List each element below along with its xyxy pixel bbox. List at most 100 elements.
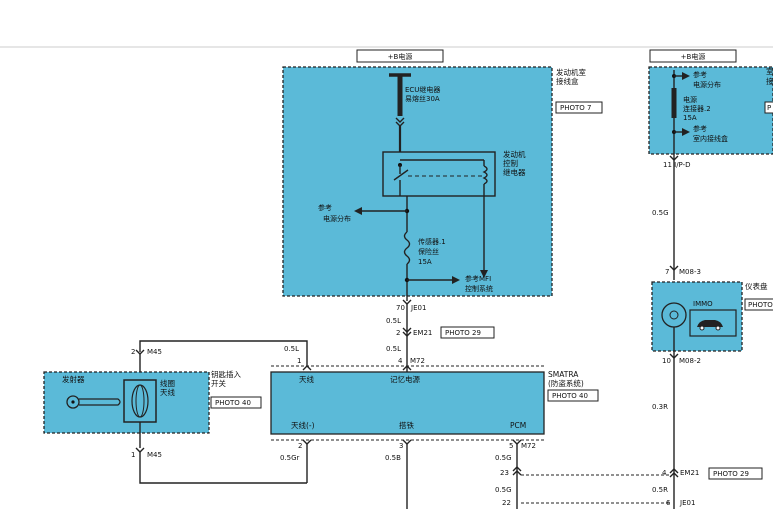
fuse-label1: ECU继电器 — [405, 85, 440, 94]
smatra-antenna-neg-label: 天线(-) — [291, 420, 315, 430]
key-icon — [66, 395, 80, 409]
instrument-cluster-box — [651, 281, 743, 352]
wire-05l-b: 0.5L — [386, 345, 401, 353]
m45-bot-chevron — [135, 447, 145, 453]
relay-label3: 继电器 — [503, 167, 526, 177]
m083-chevron — [669, 265, 679, 271]
em21b-pin: 4 — [662, 469, 667, 477]
ref-mfi-label2: 控制系统 — [465, 284, 493, 293]
m45-bot-label: M45 — [147, 451, 162, 459]
relay-coil — [482, 165, 488, 185]
m45-top-label: M45 — [147, 348, 162, 356]
wire-05g-right: 0.5G — [652, 209, 669, 217]
smatra-ground-label: 搭铁 — [399, 420, 414, 430]
right-conn-label: 11 I/P-D — [663, 161, 691, 169]
em21-chevron — [402, 327, 412, 337]
ecu-relay-box — [382, 151, 496, 197]
cluster-title: 仪表盘 — [745, 281, 768, 291]
wire-antenna-return — [139, 452, 307, 484]
em21b-chevron — [669, 468, 679, 478]
right-ref1-label2: 电源分布 — [693, 80, 721, 89]
coil-label2: 天线 — [160, 387, 175, 397]
em21b-label: EM21 — [680, 469, 699, 477]
smatra-pin3: 3 — [399, 442, 403, 450]
smatra-pin5: 5 — [509, 442, 513, 450]
fuse-label2: 易熔丝30A — [405, 94, 440, 103]
arrow-to-mfi — [480, 270, 488, 278]
key-icon-hole — [71, 400, 75, 404]
right-ref1-label1: 参考 — [693, 70, 707, 79]
wire-05r: 0.5R — [652, 486, 668, 494]
smatra-name: SMATRA — [548, 370, 579, 379]
photo29-mid-tag — [440, 326, 495, 339]
car-wheel-left-icon — [699, 325, 705, 331]
power-tag-left-label: +B电源 — [388, 52, 413, 61]
m083-label: M08-3 — [679, 268, 701, 276]
right-photo-p: P — [767, 104, 771, 112]
smatra-photo-tag — [547, 389, 599, 402]
engine-box-title1: 发动机室 — [556, 67, 586, 77]
m72-bot-label: M72 — [521, 442, 536, 450]
right-photo-tag — [764, 101, 773, 114]
power-tag-right-label: +B电源 — [681, 52, 706, 61]
indoor-junction-box — [648, 66, 773, 155]
right-ref2-label2: 室内接线盒 — [693, 134, 728, 143]
relay-label2: 控制 — [503, 158, 518, 168]
em21-pin: 2 — [396, 329, 400, 337]
wire-05gr: 0.5Gr — [280, 454, 300, 462]
coil-antenna-inner — [135, 384, 145, 418]
engine-box-title2: 接线盒 — [556, 76, 579, 86]
power-tag-left — [356, 49, 444, 63]
immo-lamp-filament — [669, 310, 679, 320]
pin4-chevron — [402, 365, 412, 371]
right-box-title1: 室 — [766, 66, 773, 76]
smatra-pin4: 4 — [398, 357, 403, 365]
transmitter-photo-label: PHOTO 40 — [215, 399, 251, 407]
sensor-fuse — [403, 231, 411, 265]
wire-05l-a: 0.5L — [386, 317, 401, 325]
cluster-photo-label: PHOTO — [748, 301, 773, 309]
arrow-mfi-ref — [452, 276, 460, 284]
arrow-to-dist — [354, 207, 362, 215]
em21-label: EM21 — [413, 329, 432, 337]
wire-05g-b: 0.5G — [495, 486, 512, 494]
right-fuse-label1: 电源 — [683, 95, 697, 104]
relay-switch — [393, 169, 409, 181]
transmitter-photo-tag — [210, 396, 262, 409]
ref-mfi-label1: 参考MFI — [465, 274, 491, 283]
smatra-module — [270, 371, 545, 435]
pin1-chevron — [302, 365, 312, 371]
right-fuse-label2: 连接器.2 — [683, 104, 711, 113]
photo7-label: PHOTO 7 — [560, 104, 591, 112]
smatra-subtitle: (防盗系统) — [548, 378, 584, 388]
relay-label1: 发动机 — [503, 149, 526, 159]
power-tag-right — [649, 49, 737, 63]
wire-05l-c: 0.5L — [284, 345, 299, 353]
ref-dist-label1: 参考 — [318, 203, 332, 212]
smatra-pin2: 2 — [298, 442, 302, 450]
immo-label: IMMO — [693, 300, 713, 308]
m72-top-label: M72 — [410, 357, 425, 365]
coil-label1: 线圈 — [160, 378, 175, 388]
sensor-fuse-label1: 传感器.1 — [418, 237, 446, 246]
m45-top-pin: 2 — [131, 348, 135, 356]
pin3-chevron — [402, 439, 412, 445]
pin23-chevron — [512, 466, 522, 476]
je01b-label: JE01 — [679, 499, 695, 507]
wire-05g-a: 0.5G — [495, 454, 512, 462]
m45-bot-pin: 1 — [131, 451, 135, 459]
immo-indicator-box — [689, 309, 737, 337]
transmitter-label: 发射器 — [62, 374, 85, 384]
ref-dist-label2: 电源分布 — [323, 214, 351, 223]
right-box-title2: 接 — [766, 76, 773, 86]
smatra-antenna-label: 天线 — [299, 374, 314, 384]
wire-antenna — [139, 340, 308, 366]
key-blade-icon — [79, 398, 121, 406]
right-ref2-label1: 参考 — [693, 124, 707, 133]
engine-junction-box — [282, 66, 553, 297]
photo29-right-label: PHOTO 29 — [713, 470, 749, 478]
smatra-memory-label: 记忆电源 — [390, 374, 420, 384]
right-fuse-label3: 15A — [683, 114, 697, 122]
je01-pin: 70 — [396, 304, 405, 312]
